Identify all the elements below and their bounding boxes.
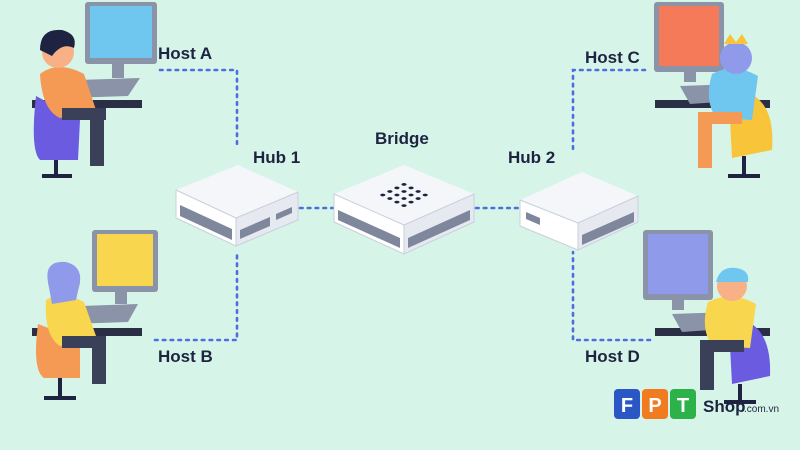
logo-letter-p: P — [648, 395, 661, 417]
logo-letter-t: T — [677, 395, 689, 417]
link-host-d-hub2 — [571, 250, 652, 342]
host-a-person — [32, 2, 157, 178]
hub-2-device — [519, 172, 639, 251]
logo-tile-t — [670, 389, 696, 419]
host-d-screen — [648, 234, 708, 294]
bridge-device — [333, 165, 475, 255]
fpt-shop-logo: F P T Shop .com.vn — [614, 389, 779, 419]
host-b-person — [32, 230, 158, 400]
host-d-label: Host D — [585, 347, 640, 366]
host-a-screen — [90, 6, 152, 58]
host-b-screen — [97, 234, 153, 286]
host-a-label: Host A — [158, 44, 212, 63]
link-host-b-hub1 — [153, 250, 239, 342]
logo-shop-text: Shop — [703, 397, 746, 416]
link-host-c-hub2 — [571, 68, 647, 152]
logo-domain-suffix: .com.vn — [744, 404, 779, 415]
host-b-label: Host B — [158, 347, 213, 366]
connection-lines — [153, 68, 652, 342]
logo-tile-p — [642, 389, 668, 419]
link-host-a-hub1 — [158, 68, 239, 150]
host-c-person — [654, 2, 773, 178]
logo-tile-f — [614, 389, 640, 419]
bridge-dot-grid — [380, 183, 428, 207]
host-c-label: Host C — [585, 48, 640, 67]
host-d-person — [643, 230, 771, 404]
hub-1-device — [175, 165, 299, 247]
bridge-label: Bridge — [375, 129, 429, 148]
hub-2-label: Hub 2 — [508, 148, 555, 167]
logo-letter-f: F — [621, 395, 633, 417]
host-c-screen — [659, 6, 719, 66]
hub-1-label: Hub 1 — [253, 148, 300, 167]
